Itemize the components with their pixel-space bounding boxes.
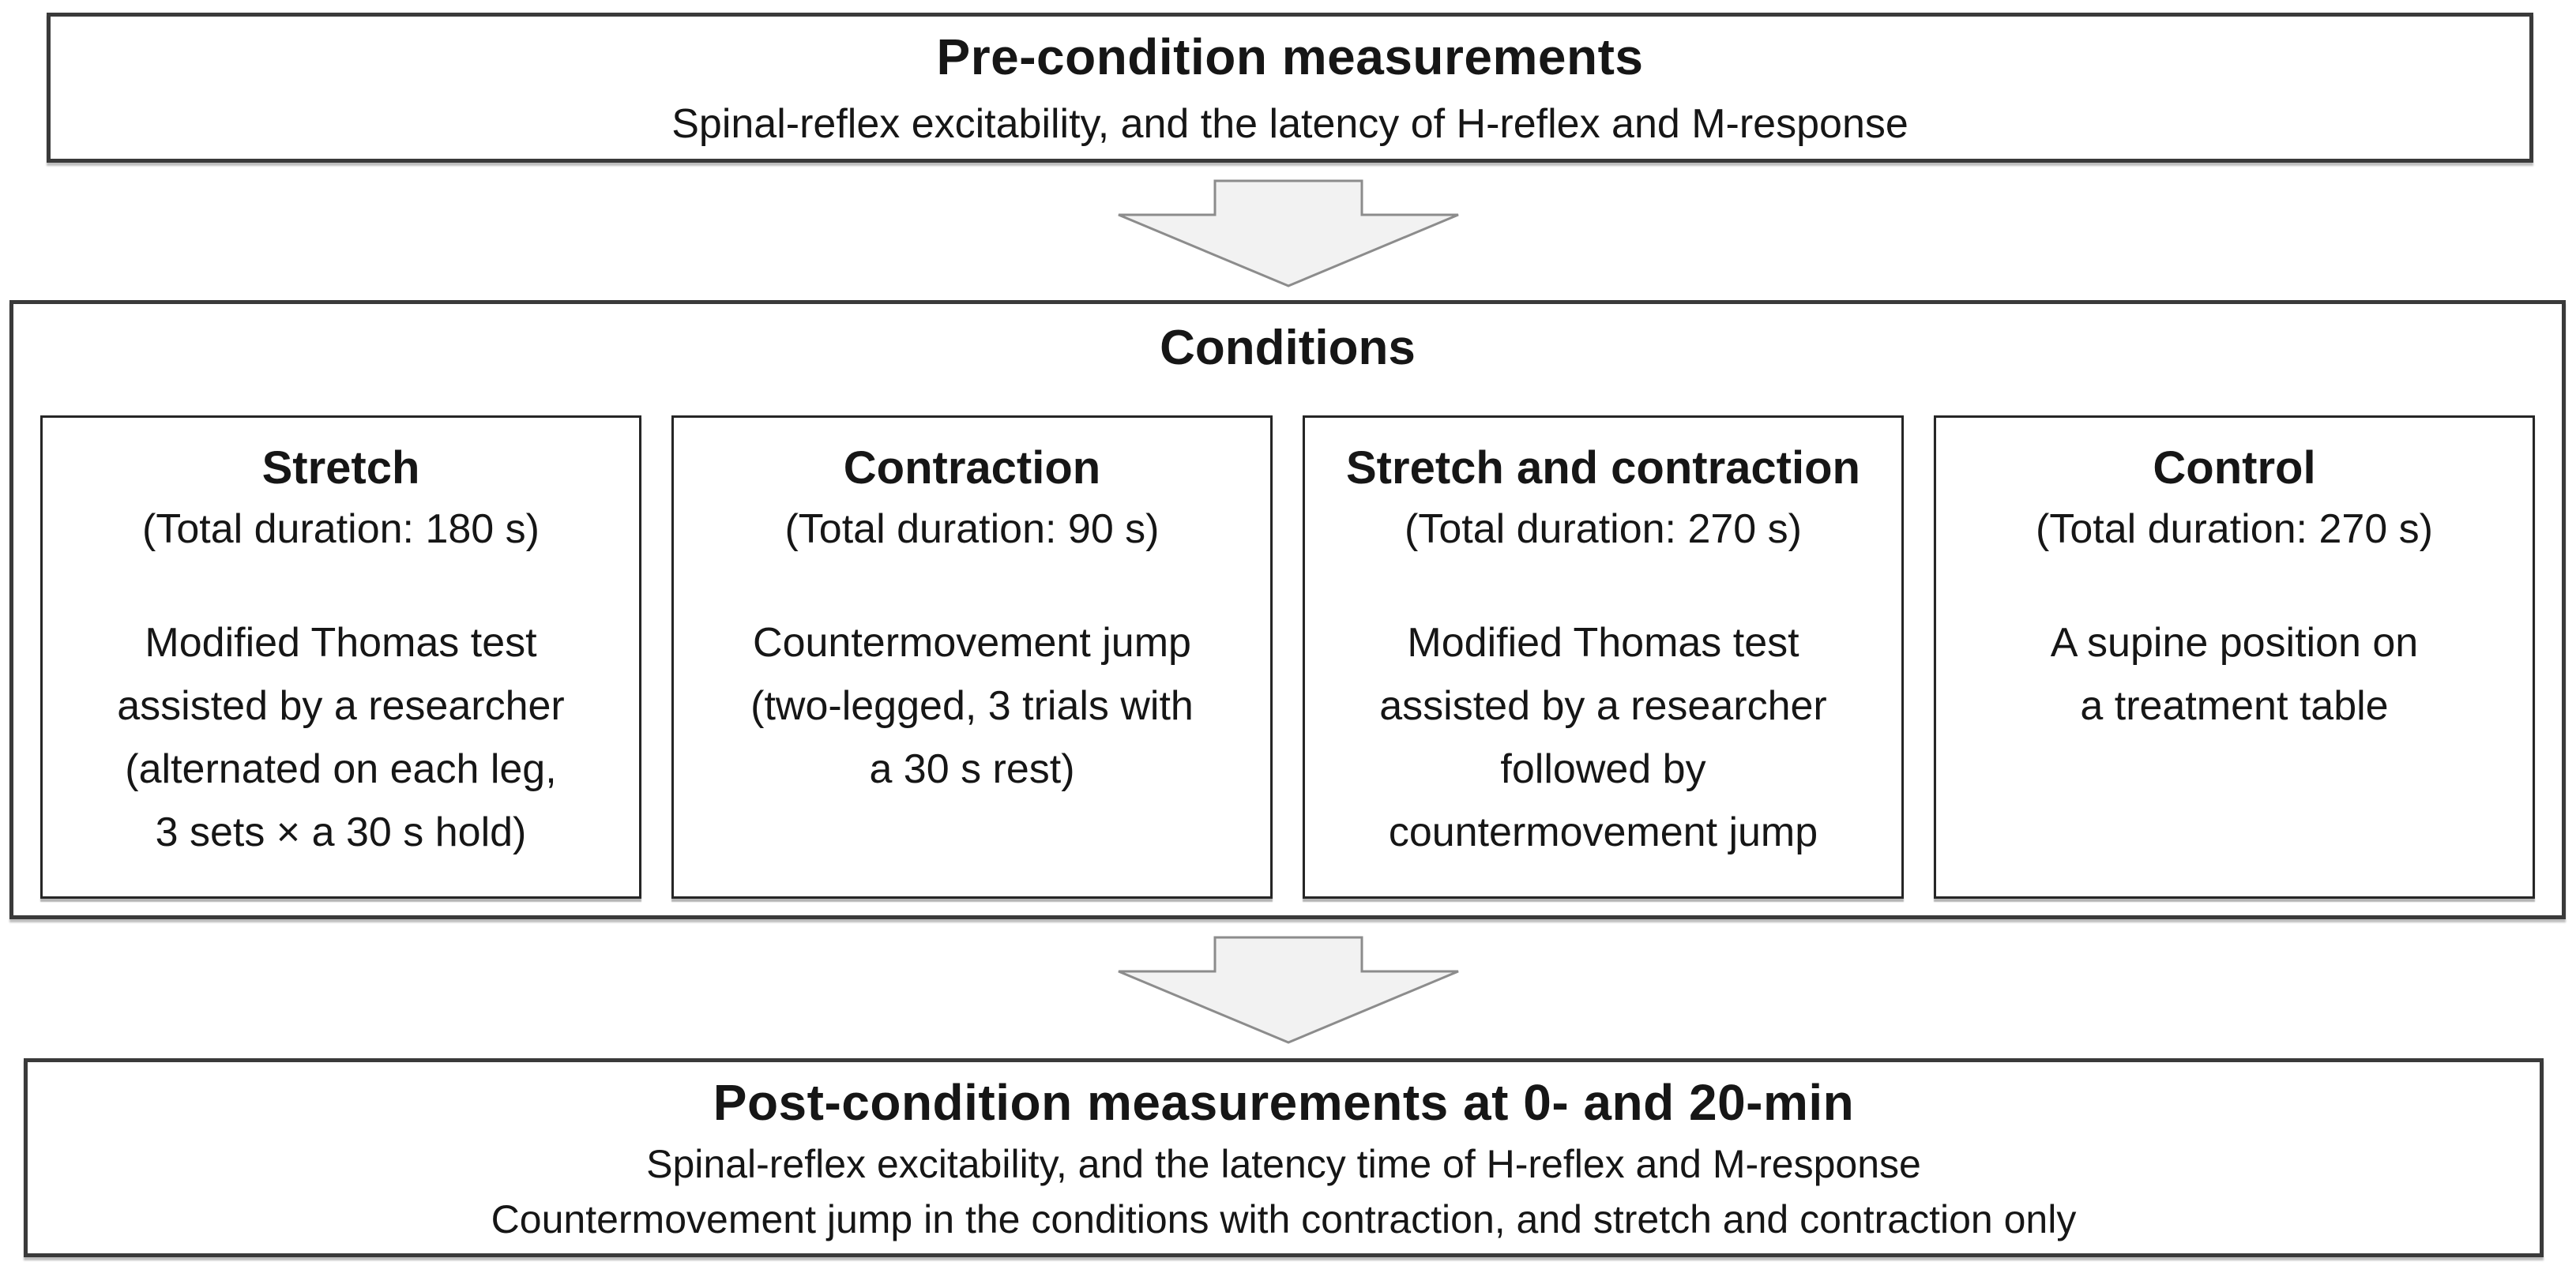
condition-title: Control: [2153, 442, 2316, 494]
condition-description: Countermovement jump (two-legged, 3 tria…: [750, 620, 1194, 792]
conditions-row: Stretch (Total duration: 180 s) Modified…: [40, 415, 2535, 899]
condition-duration: (Total duration: 270 s): [2036, 506, 2433, 552]
condition-box-stretch: Stretch (Total duration: 180 s) Modified…: [40, 415, 641, 899]
condition-description: Modified Thomas test assisted by a resea…: [117, 620, 565, 855]
condition-description: Modified Thomas test assisted by a resea…: [1379, 620, 1827, 855]
condition-duration: (Total duration: 90 s): [784, 506, 1160, 552]
down-arrow-top-icon: [1118, 179, 1459, 287]
pre-condition-subtitle: Spinal-reflex excitability, and the late…: [671, 101, 1908, 147]
post-condition-line-2: Countermovement jump in the conditions w…: [491, 1197, 2077, 1241]
condition-box-control: Control (Total duration: 270 s) A supine…: [1934, 415, 2535, 899]
pre-condition-box: Pre-condition measurements Spinal-reflex…: [47, 13, 2533, 163]
post-condition-line-1: Spinal-reflex excitability, and the late…: [646, 1142, 1921, 1186]
condition-title: Stretch and contraction: [1346, 442, 1860, 494]
condition-title: Contraction: [843, 442, 1101, 494]
condition-box-contraction: Contraction (Total duration: 90 s) Count…: [671, 415, 1273, 899]
condition-duration: (Total duration: 270 s): [1405, 506, 1802, 552]
condition-box-stretch-and-contraction: Stretch and contraction (Total duration:…: [1303, 415, 1904, 899]
conditions-title: Conditions: [1160, 321, 1416, 375]
condition-duration: (Total duration: 180 s): [142, 506, 540, 552]
post-condition-box: Post-condition measurements at 0- and 20…: [24, 1058, 2544, 1257]
pre-condition-title: Pre-condition measurements: [936, 28, 1644, 85]
post-condition-title: Post-condition measurements at 0- and 20…: [713, 1074, 1855, 1131]
conditions-box: Conditions Stretch (Total duration: 180 …: [9, 300, 2566, 919]
down-arrow-bottom-icon: [1118, 936, 1459, 1044]
condition-title: Stretch: [261, 442, 420, 494]
condition-description: A supine position on a treatment table: [2050, 620, 2419, 729]
